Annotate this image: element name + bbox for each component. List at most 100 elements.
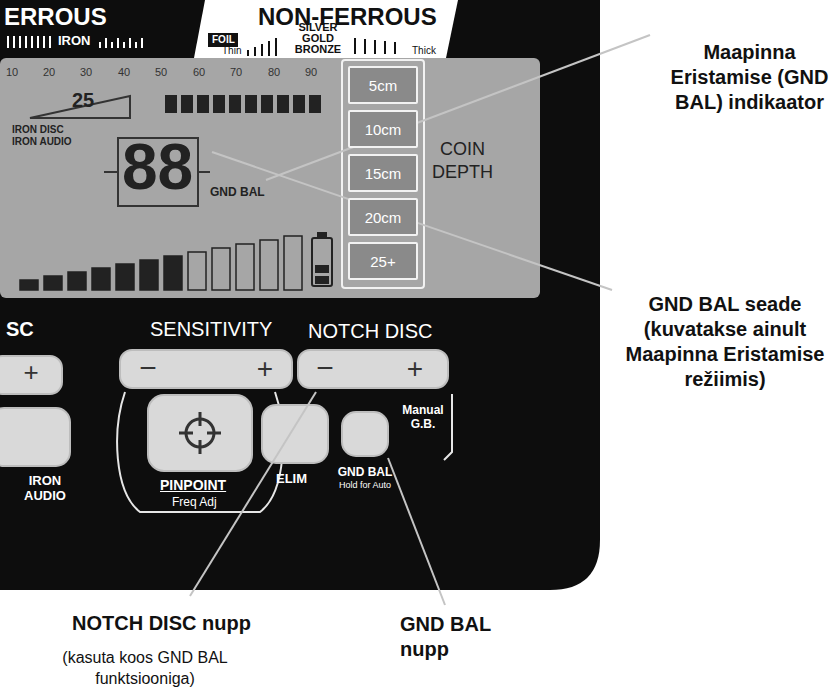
callout-note: (kasuta koos GND BAL funktsiooniga) <box>40 648 250 690</box>
strength-bars <box>68 272 86 290</box>
disc-value: 25 <box>72 90 94 110</box>
strength-bars <box>212 248 230 290</box>
lcd-screen <box>13 36 15 48</box>
lcd-screen <box>208 33 238 47</box>
battery-icon <box>312 238 332 286</box>
scale-label: ERROUS <box>4 4 107 30</box>
pinpoint-symbol <box>179 412 221 454</box>
depth-label: 20cm <box>365 209 402 226</box>
button-label: Hold for Auto <box>333 481 397 491</box>
signal-segment-bar <box>309 95 321 113</box>
button-label: SENSITIVITY <box>150 318 272 340</box>
scale-number: 80 <box>268 66 280 78</box>
depth-label: 5cm <box>369 77 397 94</box>
button-label: GND BAL <box>333 466 397 479</box>
control-buttons <box>0 408 70 466</box>
lcd-label: DEPTH <box>432 163 493 183</box>
button-symbol: + <box>245 352 285 386</box>
lcd-screen <box>268 41 270 56</box>
lcd-screen <box>49 36 51 48</box>
lcd-screen <box>19 36 21 48</box>
button-symbol: − <box>128 350 168 386</box>
signal-segment-bar <box>245 95 257 113</box>
callout-text: Maapinna Eristamise (GND BAL) indikaator <box>662 40 837 115</box>
battery-icon <box>318 233 326 238</box>
callout-text: NOTCH DISC nupp <box>72 612 251 634</box>
leader-line <box>388 458 445 605</box>
lcd-screen <box>7 36 9 48</box>
scale-label: FOIL <box>212 34 235 45</box>
scale-label: SILVER GOLD BRONZE <box>288 22 348 55</box>
strength-bars <box>236 244 254 290</box>
scale-label: Thin <box>222 45 241 56</box>
signal-segment-bar <box>165 95 177 113</box>
scale-number: 40 <box>118 66 130 78</box>
signal-segment-bar <box>293 95 305 113</box>
leader-line <box>190 392 316 596</box>
button-label: ELIM <box>276 472 307 486</box>
button-symbol: + <box>395 352 435 386</box>
scale-number: 60 <box>193 66 205 78</box>
lcd-screen <box>37 36 39 48</box>
signal-segment-bar <box>165 95 321 113</box>
lcd-screen <box>374 40 376 54</box>
control-buttons <box>0 356 62 394</box>
callout-text: GND BAL nupp <box>400 612 520 662</box>
lcd-screen <box>105 38 107 48</box>
lcd-screen <box>117 38 119 48</box>
strength-bars <box>20 236 302 290</box>
leader-line <box>212 152 612 290</box>
control-buttons <box>342 412 388 456</box>
scale-number: 70 <box>230 66 242 78</box>
button-symbol: − <box>305 350 345 386</box>
strength-bars <box>284 236 302 290</box>
depth-box: 5cm <box>348 66 418 104</box>
control-buttons <box>262 405 328 463</box>
lcd-screen <box>247 50 249 56</box>
lcd-screen <box>43 36 45 48</box>
lcd-screen <box>31 36 33 48</box>
lcd-screen <box>275 38 277 56</box>
button-label: IRON AUDIO <box>14 474 76 504</box>
signal-segment-bar <box>181 95 193 113</box>
strength-bars <box>116 264 134 290</box>
signal-segment-bar <box>213 95 225 113</box>
depth-label: 25+ <box>370 253 395 270</box>
lcd-screen <box>364 39 366 54</box>
scale-number: 90 <box>305 66 317 78</box>
lcd-screen <box>111 42 113 48</box>
callout-text: GND BAL seade (kuvatakse ainult Maapinna… <box>612 292 838 392</box>
depth-box: 25+ <box>348 242 418 280</box>
lcd-screen <box>123 42 125 48</box>
lcd-label: GND BAL <box>210 186 265 199</box>
depth-frame <box>342 60 424 288</box>
control-buttons <box>298 350 448 388</box>
strength-bars <box>44 276 62 290</box>
depth-label: 10cm <box>365 121 402 138</box>
scale-number: 20 <box>43 66 55 78</box>
button-label: Freq Adj <box>172 496 217 509</box>
lcd-screen <box>129 38 131 48</box>
lcd-screen <box>394 42 396 54</box>
depth-label: 15cm <box>365 165 402 182</box>
button-bracket <box>117 392 283 512</box>
button-label: PINPOINT <box>160 478 226 493</box>
lcd-screen <box>194 0 458 58</box>
depth-box: 10cm <box>348 110 418 148</box>
scale-number: 30 <box>80 66 92 78</box>
lcd-label: IRON DISC <box>12 124 64 135</box>
depth-box: 15cm <box>348 154 418 192</box>
button-label: SC <box>6 318 34 340</box>
scale-label: NON-FERROUS <box>258 4 437 30</box>
button-label: Manual G.B. <box>398 404 448 432</box>
strength-bars <box>164 256 182 290</box>
control-buttons <box>120 350 292 388</box>
leader-line <box>266 35 650 180</box>
signal-segment-bar <box>277 95 289 113</box>
lcd-screen <box>25 36 27 48</box>
lcd-screen <box>384 41 386 54</box>
battery-icon <box>315 265 329 273</box>
strength-bars <box>140 260 158 290</box>
lcd-label: IRON AUDIO <box>12 136 72 147</box>
depth-frame <box>342 60 424 288</box>
